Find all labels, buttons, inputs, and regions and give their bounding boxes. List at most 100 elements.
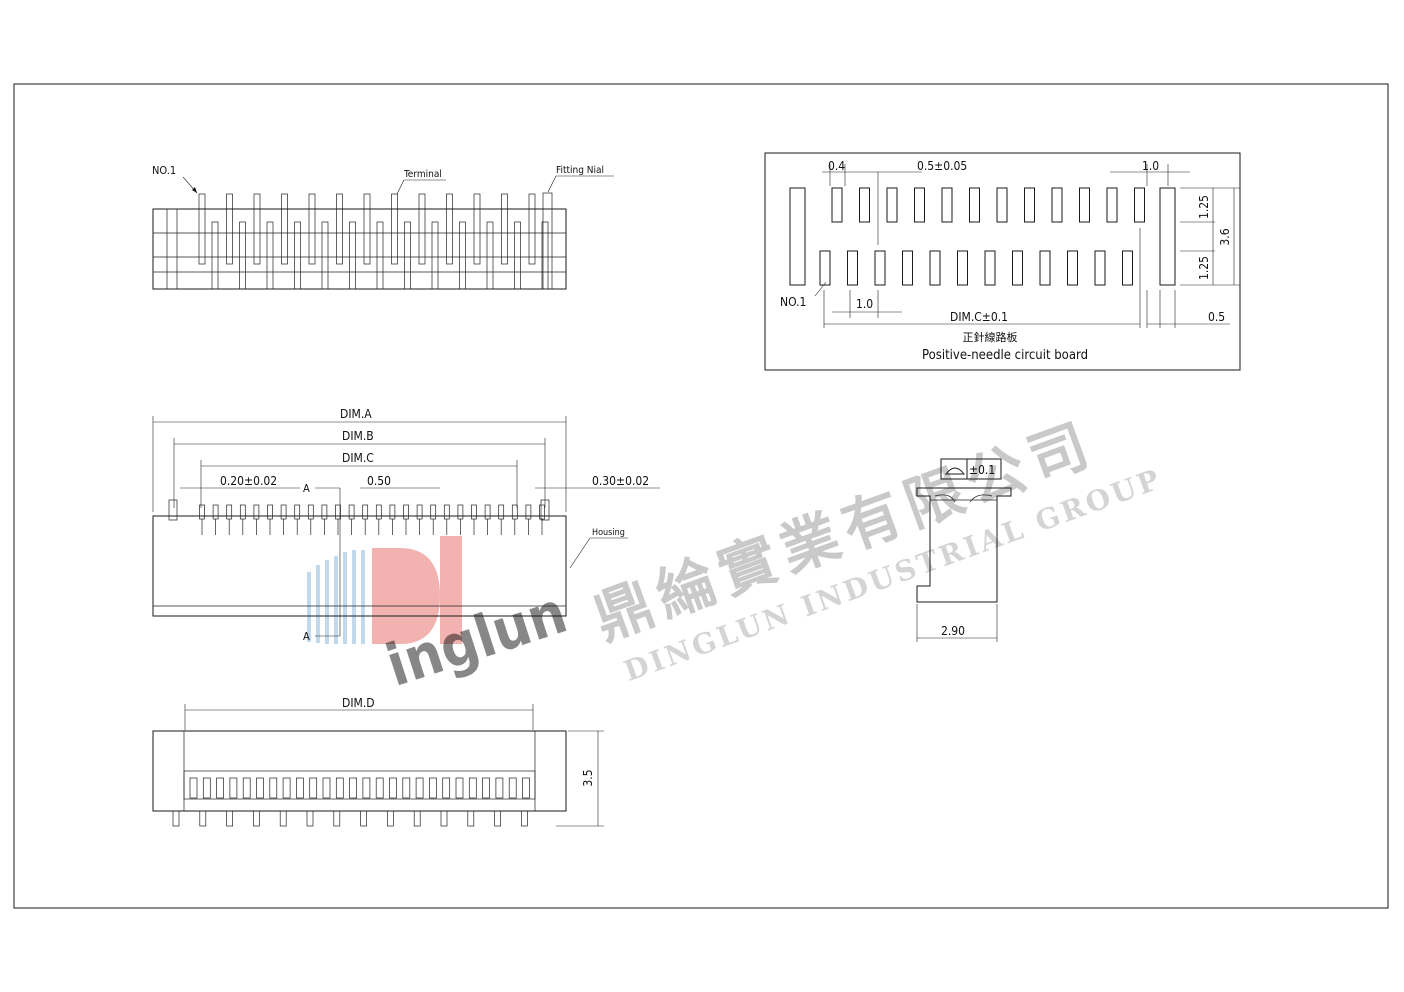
front-contacts (168, 499, 550, 535)
front-contact (525, 504, 532, 520)
bottom-contact (269, 777, 278, 799)
pcb-pads (819, 187, 1145, 286)
bottom-contact (349, 777, 357, 799)
pcb-frame (764, 152, 1241, 371)
top-right-nail (542, 192, 553, 290)
top-terminal-lower (404, 221, 411, 290)
top-view: NO.1 Terminal Fitting Nial (152, 164, 614, 290)
front-contact (321, 504, 328, 520)
side-view: ±0.1 2.90 (916, 458, 1012, 642)
front-contact (471, 504, 477, 520)
bottom-contact (482, 777, 490, 799)
bottom-contact (229, 777, 238, 799)
side-dim-290: 2.90 (941, 624, 965, 638)
pcb-pad-upper (1106, 187, 1118, 223)
bottom-contact (442, 777, 451, 799)
front-contact (307, 504, 314, 520)
top-terminal-upper (391, 193, 398, 265)
front-dim-020: 0.20±0.02 (220, 474, 277, 488)
pcb-dim-125-b: 1.25 (1197, 256, 1211, 280)
pcb-left-nail-pad (789, 187, 806, 286)
top-terminal-upper (336, 193, 343, 265)
side-tolerance-frame (940, 458, 1002, 480)
top-terminal-lower (459, 221, 466, 290)
front-view: DIM.A DIM.B DIM.C 0.20±0.02 A 0.50 0.30±… (152, 407, 660, 643)
top-terminal-lower (514, 221, 521, 290)
pcb-pad-lower (1039, 250, 1051, 286)
front-contact (539, 504, 545, 520)
pcb-pad-lower (847, 250, 858, 286)
pcb-pad-lower (957, 250, 968, 286)
top-terminal-upper (528, 193, 536, 265)
front-dim-030: 0.30±0.02 (592, 474, 649, 488)
top-terminal-upper (418, 193, 426, 265)
bottom-contact (415, 777, 424, 799)
pcb-pad-upper (996, 187, 1008, 223)
watermark: inglun 鼎綸實業有限公司 DINGLUN INDUSTRIAL GROUP (307, 409, 1166, 700)
front-contact (294, 504, 301, 520)
bottom-housing-body (152, 730, 567, 812)
top-terminal-label: Terminal (403, 169, 442, 180)
top-terminal-upper (226, 193, 233, 265)
pcb-pad-upper (831, 187, 843, 223)
bottom-pin (333, 810, 341, 827)
profile-symbol-icon (944, 467, 966, 475)
front-contact (511, 504, 518, 520)
pcb-pad-upper (1079, 187, 1090, 223)
top-left-nail (166, 208, 178, 290)
top-terminal-upper (446, 193, 453, 265)
pcb-dim-c: DIM.C±0.1 (950, 310, 1008, 324)
front-contact (239, 504, 246, 520)
pcb-pad-lower (1012, 250, 1023, 286)
top-terminal-upper (281, 193, 288, 265)
top-terminal-lower (486, 221, 494, 290)
front-contact (348, 504, 355, 520)
front-contact (484, 504, 491, 520)
front-contact (498, 504, 505, 520)
bottom-contact (296, 777, 304, 799)
sheet-border (13, 83, 1389, 909)
front-dim-a: DIM.A (340, 407, 372, 421)
pcb-pad-lower (1067, 250, 1078, 286)
bottom-contact (282, 777, 291, 799)
logo-l-bar (440, 536, 462, 644)
top-terminal-lower (266, 221, 274, 290)
bottom-contact (202, 777, 211, 799)
front-housing-body (152, 515, 567, 617)
top-terminal-lower (321, 221, 329, 290)
pcb-pad-lower (984, 250, 996, 286)
pcb-dim-05: 0.5 (1208, 310, 1225, 324)
front-contact (212, 504, 219, 520)
front-contact (199, 504, 205, 520)
front-dim-c: DIM.C (342, 451, 374, 465)
pcb-pad-lower (1122, 250, 1133, 286)
bottom-contact (389, 777, 397, 799)
bottom-contact (375, 777, 384, 799)
top-no1-label: NO.1 (152, 164, 176, 177)
bottom-view: DIM.D 3.5 (152, 696, 604, 827)
bottom-contact (335, 777, 344, 799)
bottom-contact (522, 777, 530, 799)
bottom-contact (242, 777, 251, 799)
front-left-nail (168, 499, 178, 521)
top-terminal-lower (294, 221, 301, 290)
bottom-contact (508, 777, 517, 799)
bottom-contact (309, 777, 318, 799)
pcb-caption-en: Positive-needle circuit board (922, 348, 1088, 363)
pcb-pad-upper (1024, 187, 1035, 223)
front-contact (416, 504, 423, 520)
bottom-contact (216, 777, 224, 799)
top-terminal-upper (253, 193, 261, 265)
top-fitting-label: Fitting Nial (556, 165, 604, 176)
bottom-contact (362, 777, 371, 799)
pcb-pad-lower (819, 250, 831, 286)
pcb-dim-125-a: 1.25 (1197, 195, 1211, 219)
bottom-pin (387, 810, 394, 827)
pcb-pad-upper (969, 187, 980, 223)
pcb-pad-upper (1134, 187, 1145, 223)
pcb-dim-10-bottom: 1.0 (856, 297, 873, 311)
front-contact (403, 504, 409, 520)
bottom-pin (467, 810, 475, 827)
top-terminal-upper (501, 193, 508, 265)
